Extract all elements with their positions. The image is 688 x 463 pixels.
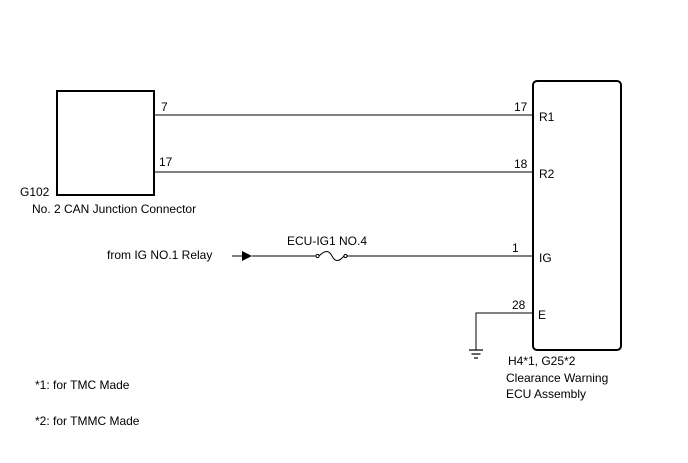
footnote-1: *1: for TMC Made: [35, 378, 130, 392]
ecu-pin-r2: 18: [514, 157, 528, 171]
ecu-name-line1: Clearance Warning: [506, 371, 608, 385]
power-source-label: from IG NO.1 Relay: [107, 248, 212, 262]
ecu-pin-ig: 1: [512, 241, 519, 255]
ecu-pin-r1: 17: [514, 100, 528, 114]
junction-connector-box: [56, 90, 155, 196]
footnote-2: *2: for TMMC Made: [35, 414, 140, 428]
ecu-name-line2: ECU Assembly: [506, 387, 586, 401]
connector-pin-r2: 17: [159, 155, 173, 169]
ecu-terminal-ig: IG: [539, 251, 552, 265]
ecu-pin-e: 28: [512, 298, 526, 312]
arrow-right-icon: [242, 251, 252, 261]
ecu-terminal-r2: R2: [539, 167, 555, 181]
fuse-terminal-left: [315, 253, 320, 259]
connector-name: No. 2 CAN Junction Connector: [32, 202, 196, 216]
ecu-terminal-e: E: [538, 308, 546, 322]
fuse-label: ECU-IG1 NO.4: [287, 234, 367, 248]
wire-ground: [475, 312, 533, 350]
fuse-icon: [318, 251, 345, 261]
fuse-terminal-right: [343, 253, 348, 259]
ecu-code: H4*1, G25*2: [508, 354, 576, 368]
ecu-terminal-r1: R1: [539, 110, 555, 124]
connector-pin-r1: 7: [161, 100, 168, 114]
connector-code: G102: [20, 185, 50, 199]
ecu-assembly-box: [532, 80, 622, 351]
